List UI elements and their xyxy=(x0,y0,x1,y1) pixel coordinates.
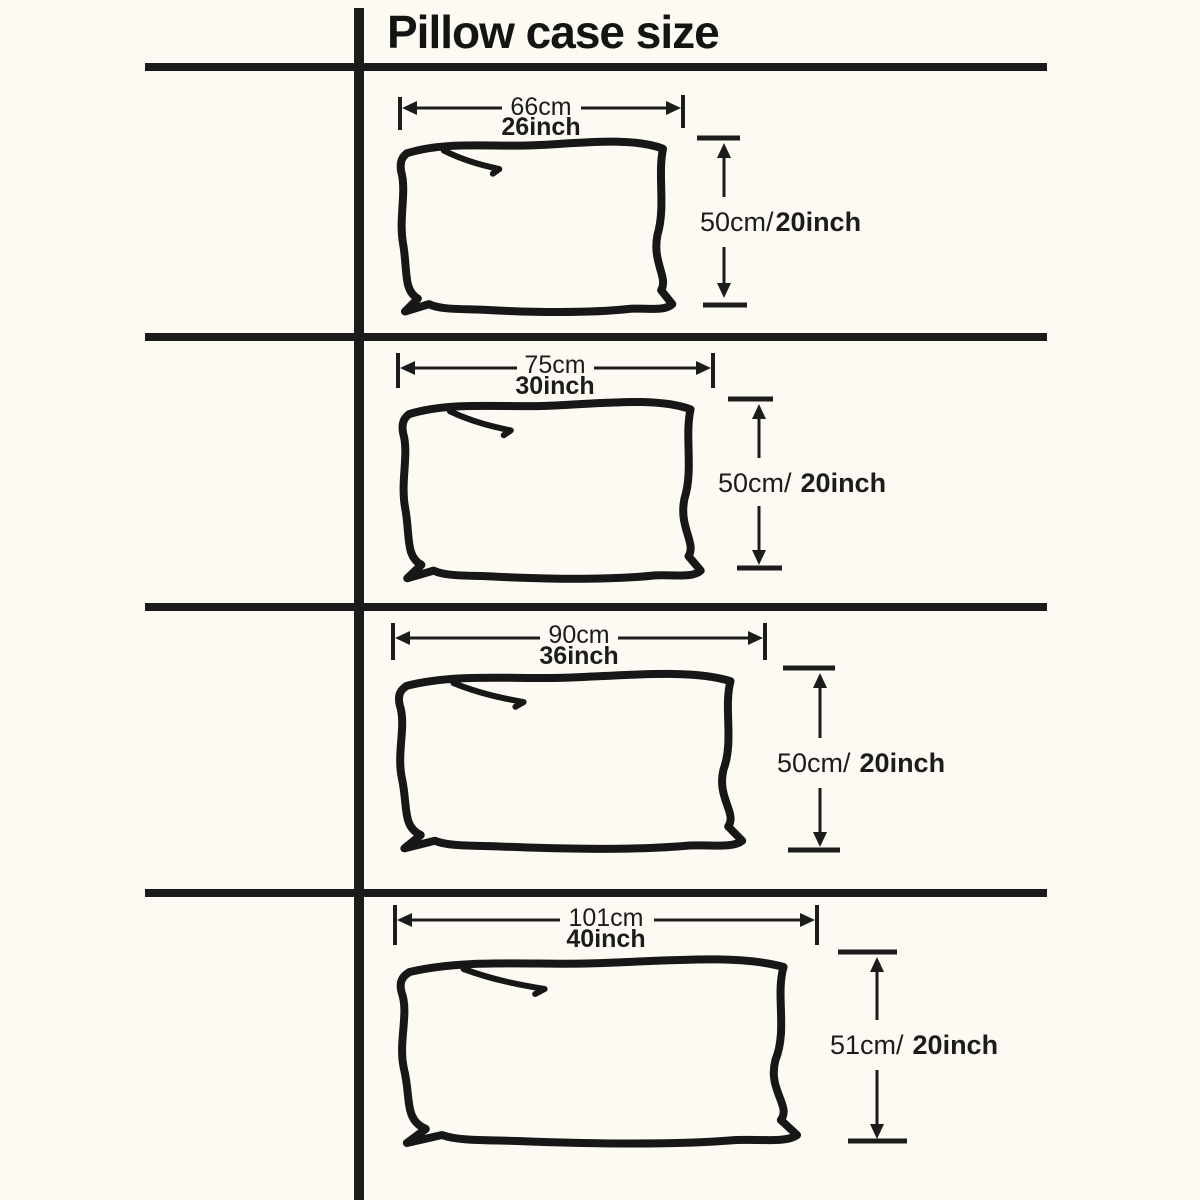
height-cm-label: 50cm/ xyxy=(700,207,774,237)
width-inch-label: 26inch xyxy=(501,113,580,141)
height-cm-label: 50cm/ xyxy=(777,748,851,778)
height-inch-label: 20inch xyxy=(776,207,862,237)
width-cm-label: 101cm xyxy=(568,904,643,932)
arrowhead-left-icon xyxy=(400,361,415,375)
arrowhead-down-icon xyxy=(752,550,766,565)
height-label: 50cm/20inch xyxy=(700,207,861,237)
arrowhead-up-icon xyxy=(752,404,766,419)
arrowhead-left-icon xyxy=(395,631,410,645)
width-cm-label: 66cm xyxy=(510,93,571,121)
size-row-4: 101cm 40inch 51cm/20inch xyxy=(393,904,998,1185)
size-row-3: 90cm 36inch 50cm/20inch xyxy=(391,621,945,873)
height-inch-label: 20inch xyxy=(801,468,887,498)
width-inch-label: 36inch xyxy=(539,642,618,670)
size-row-1: 66cm 26inch 50cm/20inch xyxy=(370,93,861,335)
pillow-drawing xyxy=(399,674,742,849)
height-label: 50cm/20inch xyxy=(777,748,945,778)
pillow-drawing xyxy=(401,142,673,312)
arrowhead-up-icon xyxy=(717,143,731,158)
arrowhead-right-icon xyxy=(800,913,815,927)
arrowhead-down-icon xyxy=(813,832,827,847)
arrowhead-up-icon xyxy=(870,957,884,972)
arrowhead-left-icon xyxy=(402,101,417,115)
arrowhead-down-icon xyxy=(870,1124,884,1139)
row-divider-1 xyxy=(145,63,1047,71)
height-inch-label: 20inch xyxy=(913,1030,999,1060)
height-label: 50cm/20inch xyxy=(718,468,886,498)
arrowhead-left-icon xyxy=(397,913,412,927)
arrowhead-right-icon xyxy=(666,101,681,115)
arrowhead-down-icon xyxy=(717,283,731,298)
size-row-2: 75cm 30inch 50cm/20inch xyxy=(396,351,886,607)
arrowhead-right-icon xyxy=(748,631,763,645)
width-cm-label: 90cm xyxy=(548,621,609,649)
height-cm-label: 51cm/ xyxy=(830,1030,904,1060)
row-divider-4 xyxy=(145,889,1047,897)
width-inch-label: 40inch xyxy=(566,925,645,953)
pillow-drawing xyxy=(401,959,797,1143)
height-inch-label: 20inch xyxy=(860,748,946,778)
row-divider-2 xyxy=(145,333,1047,341)
page-title: Pillow case size xyxy=(387,6,720,58)
arrowhead-up-icon xyxy=(813,673,827,688)
row-divider-3 xyxy=(145,603,1047,611)
height-cm-label: 50cm/ xyxy=(718,468,792,498)
pillow-drawing xyxy=(403,402,701,579)
width-cm-label: 75cm xyxy=(524,351,585,379)
arrowhead-right-icon xyxy=(696,361,711,375)
width-inch-label: 30inch xyxy=(515,372,594,400)
height-label: 51cm/20inch xyxy=(830,1030,998,1060)
